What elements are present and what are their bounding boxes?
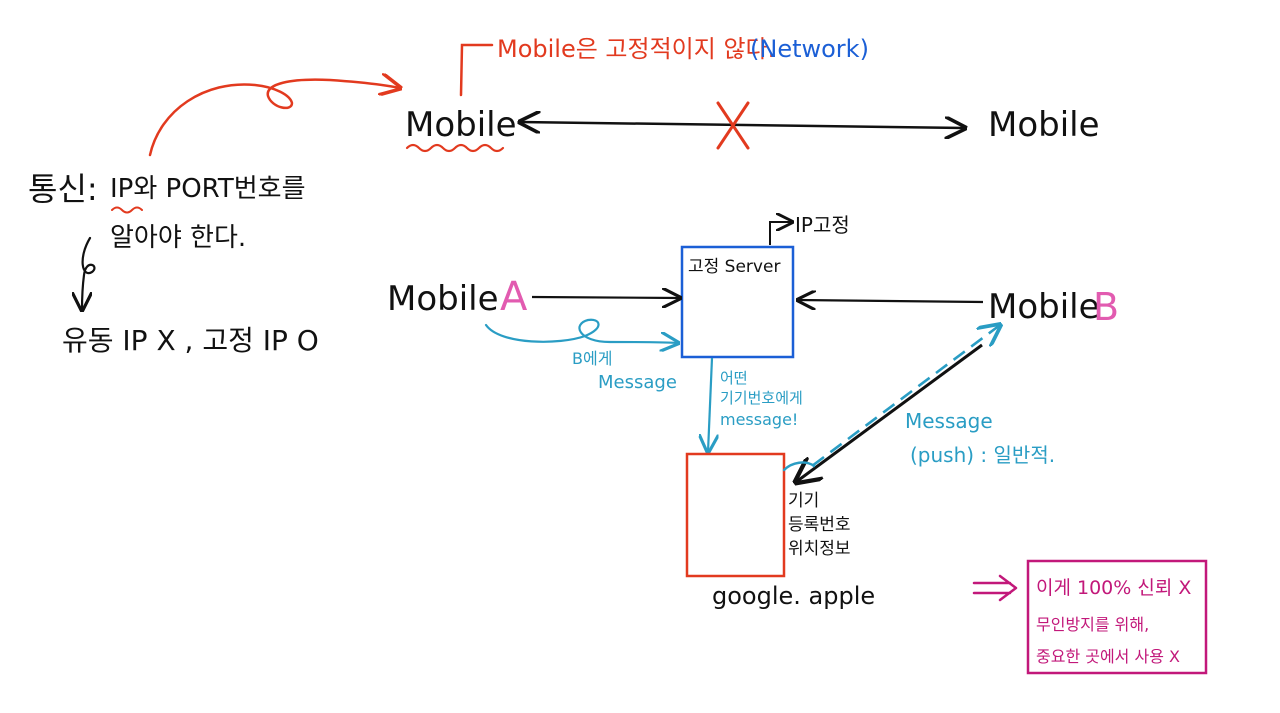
mobile-bidirectional-arrow <box>520 122 965 128</box>
msg-b-line1: B에게 <box>572 349 612 368</box>
result-text: 유동 IP X , 고정 IP O <box>62 324 319 357</box>
down-note-line1: 어떤 <box>720 369 748 387</box>
box-note-line2: 등록번호 <box>788 515 851 535</box>
box-note-line3: 위치정보 <box>788 539 851 559</box>
msg-b-line2: Message <box>598 372 677 393</box>
mobile-right-label: Mobile <box>988 105 1100 145</box>
push-arrow-black <box>796 343 983 482</box>
ip-fixed-arrow <box>769 222 792 245</box>
push-arrow-overlay <box>811 325 1000 468</box>
top-note-blue: (Network) <box>750 35 869 63</box>
comm-text: IP와 PORT번호를 <box>110 174 306 204</box>
double-arrow-icon <box>972 574 1018 602</box>
ip-fixed-label: IP고정 <box>795 213 850 237</box>
loop-arrow-red <box>148 80 400 157</box>
push-note-line1: Message <box>905 409 993 433</box>
red-callout-bracket <box>459 43 494 97</box>
red-wavy-underline <box>405 143 505 153</box>
comm-text-2: 알아야 한다. <box>110 223 246 253</box>
mobile-a-letter: A <box>500 274 528 320</box>
mobile-b-to-server-arrow <box>798 300 984 302</box>
server-label: 고정 Server <box>688 257 780 277</box>
server-to-google-arrow <box>708 357 712 452</box>
mobile-a-label: Mobile <box>387 279 499 319</box>
mobile-left-label: Mobile <box>405 105 517 145</box>
warning-line2: 무인방지를 위해, <box>1036 615 1149 634</box>
warning-line1: 이게 100% 신뢰 X <box>1036 577 1191 599</box>
google-apple-box <box>685 452 786 578</box>
push-note-line2: (push) : 일반적. <box>910 443 1055 467</box>
box-note-line1: 기기 <box>788 491 819 511</box>
mobile-b-letter: B <box>1093 285 1119 329</box>
comm-label: 통신: <box>28 170 98 208</box>
push-hook <box>782 461 816 472</box>
teal-loop-arrow-a <box>484 318 678 343</box>
mobile-a-to-server-arrow <box>531 297 680 298</box>
warning-line3: 중요한 곳에서 사용 X <box>1036 647 1180 666</box>
down-note-line2: 기기번호에게 <box>720 389 803 407</box>
down-loop-arrow <box>82 236 96 310</box>
warning-note-box <box>1026 559 1208 675</box>
red-x-mark <box>716 101 750 150</box>
google-apple-label: google. apple <box>712 582 875 610</box>
ip-red-squiggle <box>111 206 143 214</box>
down-note-line3: message! <box>720 410 798 429</box>
top-note-red: Mobile은 고정적이지 않다. <box>497 35 775 63</box>
mobile-b-label: Mobile <box>988 287 1100 327</box>
